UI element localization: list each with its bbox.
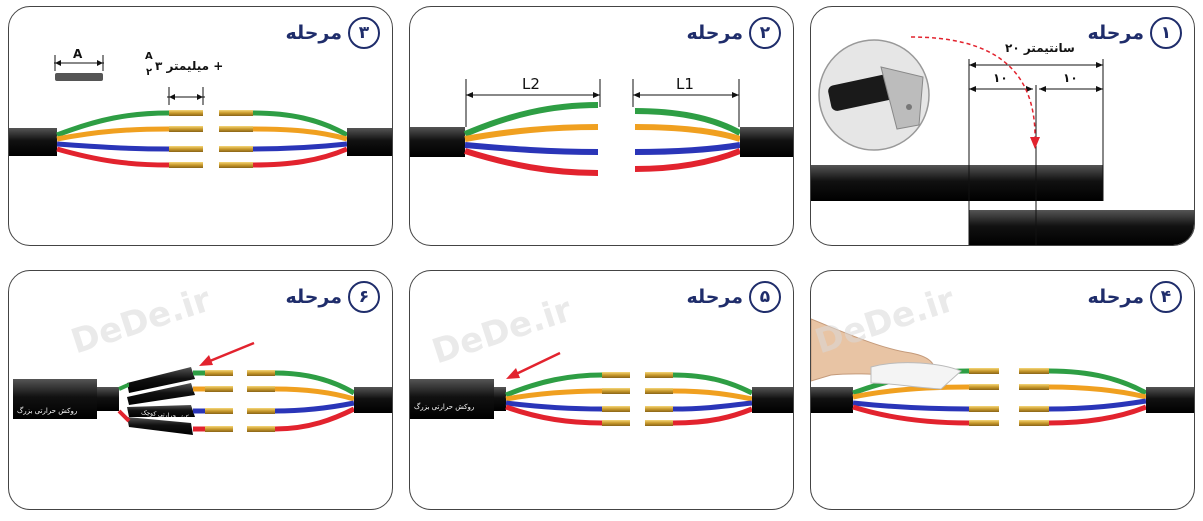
cable-right (752, 387, 793, 413)
wire-red-right (634, 148, 742, 172)
wire-orange-left (56, 126, 170, 142)
big-sleeve-label: روکش حرارتی بزرگ (414, 403, 475, 411)
step-2-diagram (410, 79, 793, 176)
cable-left (9, 128, 57, 156)
wire-red-right (252, 146, 348, 168)
step-word: مرحله (285, 22, 342, 44)
direction-arrow (204, 341, 255, 365)
cable-right (1146, 387, 1194, 413)
panel-step-3: مرحله ۳ A ۳ میلیمتر + A ۲ (8, 6, 393, 246)
wire-green-left (463, 102, 599, 137)
wire-blue-right (634, 142, 741, 155)
step-1-title: مرحله ۱ (1087, 17, 1182, 49)
direction-arrow (513, 351, 561, 377)
step-5-title: مرحله ۵ (686, 281, 781, 313)
l1-label: L1 (676, 75, 694, 93)
wire-green-right (634, 108, 742, 136)
step-word: مرحله (686, 22, 743, 44)
l2-label: L2 (522, 75, 540, 93)
panel-step-2: مرحله ۲ L2 L1 (409, 6, 794, 246)
wire-orange-right (634, 124, 741, 142)
step-number: ۳ (348, 17, 380, 49)
wire-red-left (56, 146, 170, 168)
step-5-diagram (410, 351, 793, 426)
step-3-title: مرحله ۳ (285, 17, 380, 49)
fraction-denominator: ۲ (146, 67, 153, 78)
sample-sleeve (55, 73, 103, 81)
step-2-title: مرحله ۲ (686, 17, 781, 49)
wire-orange-right (252, 126, 348, 142)
half-length-label-a: ۱۰ (993, 71, 1008, 85)
cable-right (347, 128, 392, 156)
panel-step-6: DeDe.ir مرحله ۶ روکش حرارتی بزرگ روکش حر… (8, 270, 393, 510)
big-sleeve (410, 379, 494, 419)
step-number: ۶ (348, 281, 380, 313)
step-4-diagram (811, 318, 1194, 426)
step-word: مرحله (1087, 286, 1144, 308)
step-3-diagram (9, 55, 392, 168)
panel-step-5: DeDe.ir مرحله ۵ روکش حرارتی بزرگ (409, 270, 794, 510)
small-sleeve (127, 367, 195, 393)
formula-label: ۳ میلیمتر + (155, 59, 224, 73)
wire-red-left (464, 148, 599, 176)
step-number: ۲ (749, 17, 781, 49)
step-4-title: مرحله ۴ (1087, 281, 1182, 313)
step-word: مرحله (686, 286, 743, 308)
cable-bottom (969, 210, 1194, 245)
total-length-label: ۲۰ سانتیمتر (1005, 41, 1075, 55)
step-1-diagram (811, 36, 1194, 245)
half-length-label-b: ۱۰ (1063, 71, 1078, 85)
step-number: ۵ (749, 281, 781, 313)
cable-right (354, 387, 392, 413)
big-sleeve-label: روکش حرارتی بزرگ (17, 407, 78, 415)
panel-step-1: مرحله ۱ ۲۰ سانتیمتر ۱۰ ۱۰ (810, 6, 1195, 246)
step-number: ۴ (1150, 281, 1182, 313)
big-sleeve (13, 379, 97, 419)
wire-blue-right (252, 141, 348, 152)
fraction-numerator: A (145, 51, 153, 62)
cable-left (410, 127, 465, 157)
cable-right (740, 127, 793, 157)
step-number: ۱ (1150, 17, 1182, 49)
cable-left (811, 387, 853, 413)
cable-top (811, 165, 1103, 201)
wire-green-right (252, 110, 349, 138)
wire-orange-left (464, 124, 599, 142)
step-6-diagram (13, 341, 392, 435)
wire-blue-left (464, 142, 599, 155)
wire-blue-left (56, 141, 170, 152)
a-label: A (73, 47, 83, 61)
step-6-title: مرحله ۶ (285, 281, 380, 313)
panel-step-4: DeDe.ir مرحله ۴ (810, 270, 1195, 510)
step-word: مرحله (285, 286, 342, 308)
step-word: مرحله (1087, 22, 1144, 44)
wire-green-left (56, 110, 170, 138)
